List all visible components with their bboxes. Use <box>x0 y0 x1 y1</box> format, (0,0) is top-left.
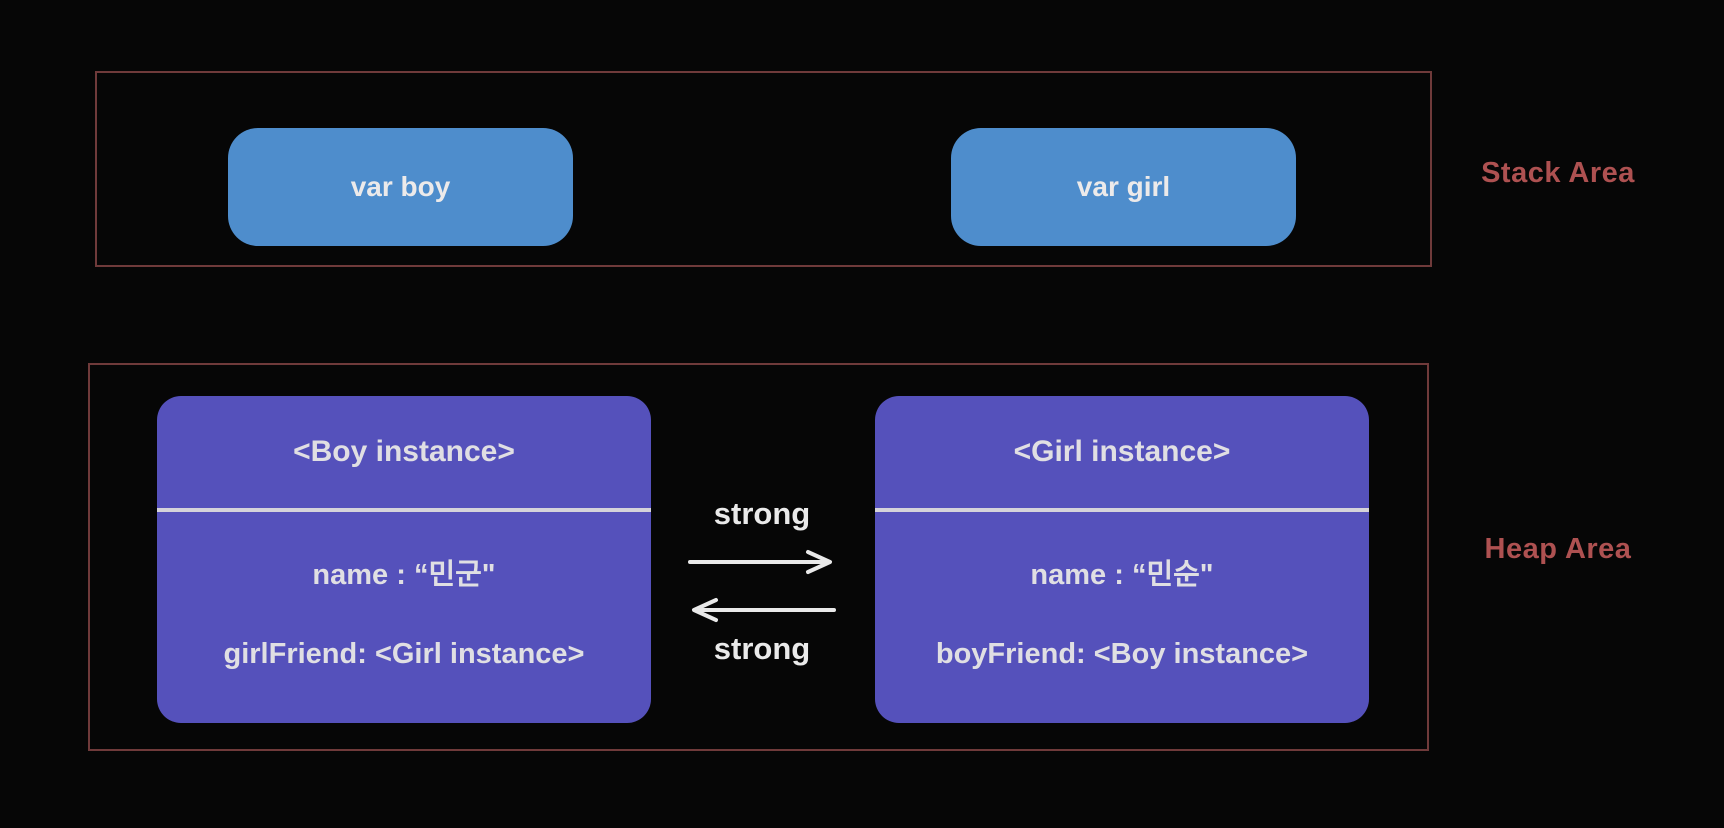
boy-instance-divider <box>157 508 651 512</box>
var-girl-node: var girl <box>951 128 1296 246</box>
boy-girlfriend-field: girlFriend: <Girl instance> <box>223 637 585 670</box>
boy-name-field: name : “민군" <box>312 559 496 591</box>
var-girl-label: var girl <box>1076 171 1171 202</box>
var-boy-node: var boy <box>228 128 573 246</box>
girl-boyfriend-field: boyFriend: <Boy instance> <box>935 637 1309 670</box>
arrow-left-icon <box>687 597 837 623</box>
arrow-right-icon <box>687 549 837 575</box>
var-boy-label: var boy <box>350 171 451 202</box>
stack-area-label: Stack Area <box>1481 157 1635 189</box>
girl-instance-divider <box>875 508 1369 512</box>
girl-instance-title: <Girl instance> <box>1013 435 1231 468</box>
heap-area-container: <Boy instance> name : “민군" girlFriend: <… <box>88 363 1429 751</box>
heap-area-label: Heap Area <box>1484 533 1632 565</box>
strong-forward-label: strong <box>713 496 811 531</box>
boy-instance-node: <Boy instance> name : “민군" girlFriend: <… <box>157 396 651 723</box>
boy-instance-title: <Boy instance> <box>293 435 515 468</box>
stack-area-container: var boy var girl <box>95 71 1432 267</box>
strong-backward-label: strong <box>713 631 811 666</box>
girl-name-field: name : “민순" <box>1030 559 1214 591</box>
girl-instance-node: <Girl instance> name : “민순" boyFriend: <… <box>875 396 1369 723</box>
